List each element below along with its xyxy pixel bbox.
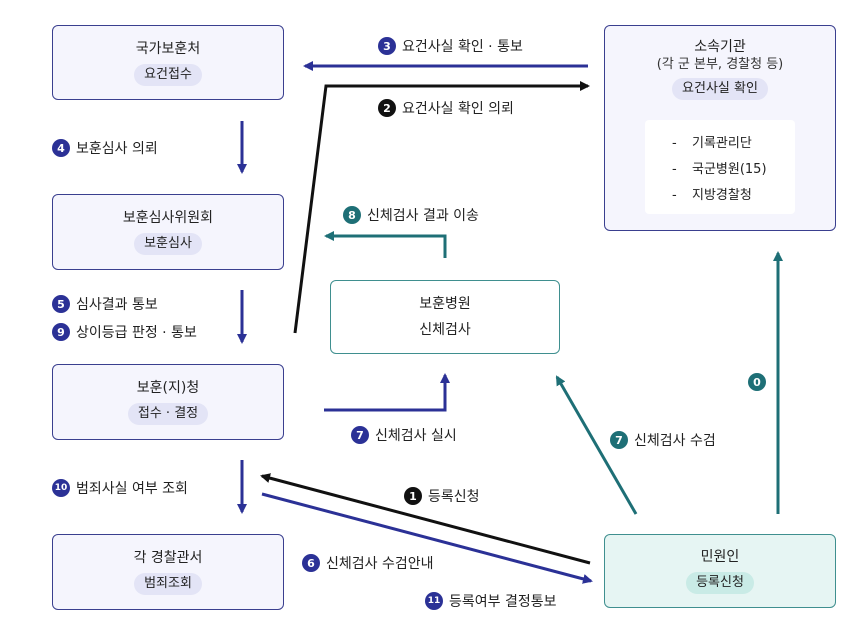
box-police-pill: 범죄조회 [134, 573, 202, 595]
box-office-pill: 접수 · 결정 [127, 403, 209, 425]
label-text: 신체검사 실시 [375, 428, 457, 444]
box-national: 국가보훈처 요건접수 [52, 25, 284, 100]
label-2: 2 요건사실 확인 의뢰 [378, 98, 514, 118]
label-text: 신체검사 결과 이송 [367, 208, 479, 224]
label-text: 신체검사 수검안내 [326, 556, 434, 572]
step-number: 2 [378, 99, 396, 117]
box-hospital: 보훈병원 신체검사 [330, 280, 560, 354]
label-text: 상이등급 판정 · 통보 [76, 325, 197, 341]
step-number: 5 [52, 295, 70, 313]
label-7b: 7 신체검사 수검 [610, 430, 716, 450]
step-number: 11 [425, 592, 443, 610]
box-applicant: 민원인 등록신청 [604, 534, 836, 608]
list-item: -지방경찰청 [672, 188, 752, 203]
label-text: 보훈심사 의뢰 [76, 141, 158, 157]
step-number: 8 [343, 206, 361, 224]
list-item: -국군병원(15) [672, 162, 767, 177]
arrow-7b [555, 375, 638, 515]
label-9: 9 상이등급 판정 · 통보 [52, 322, 197, 342]
label-11: 11 등록여부 결정통보 [425, 591, 557, 611]
arrow-7a [324, 373, 450, 412]
step-number: 10 [52, 479, 70, 497]
box-agency-subtitle: (각 군 본부, 경찰청 등) [656, 57, 784, 72]
arrow-1 [260, 473, 591, 565]
box-agency-pill: 요건사실 확인 [672, 78, 768, 100]
box-applicant-title: 민원인 [700, 549, 740, 565]
label-3: 3 요건사실 확인 · 통보 [378, 36, 523, 56]
step-number: 6 [302, 554, 320, 572]
step-number: 1 [404, 487, 422, 505]
label-text: 신체검사 수검 [634, 433, 716, 449]
box-committee-pill: 보훈심사 [134, 233, 202, 255]
label-7a: 7 신체검사 실시 [351, 425, 457, 445]
box-national-pill: 요건접수 [134, 63, 202, 86]
box-hospital-subtitle: 신체검사 [419, 322, 471, 338]
box-office: 보훈(지)청 접수 · 결정 [52, 364, 284, 440]
label-6: 6 신체검사 수검안내 [302, 553, 434, 573]
box-agency-title: 소속기관 [694, 39, 746, 55]
arrow-8 [324, 231, 447, 258]
box-hospital-title: 보훈병원 [419, 296, 471, 312]
label-0: 0 [748, 373, 766, 391]
step-number: 9 [52, 323, 70, 341]
step-number: 7 [351, 426, 369, 444]
label-4: 4 보훈심사 의뢰 [52, 138, 158, 158]
step-number: 3 [378, 37, 396, 55]
label-text: 등록여부 결정통보 [449, 594, 557, 610]
list-item: -기록관리단 [672, 136, 752, 151]
box-committee: 보훈심사위원회 보훈심사 [52, 194, 284, 270]
box-committee-title: 보훈심사위원회 [122, 210, 214, 226]
box-police-title: 각 경찰관서 [133, 550, 203, 566]
arrow-6-11 [261, 492, 593, 584]
box-police: 각 경찰관서 범죄조회 [52, 534, 284, 610]
label-8: 8 신체검사 결과 이송 [343, 205, 479, 225]
label-text: 등록신청 [428, 489, 480, 505]
label-10: 10 범죄사실 여부 조회 [52, 478, 188, 498]
step-number: 7 [610, 431, 628, 449]
arrow-2 [293, 81, 590, 334]
label-5: 5 심사결과 통보 [52, 294, 158, 314]
agency-list: -기록관리단 -국군병원(15) -지방경찰청 [645, 120, 795, 214]
box-national-title: 국가보훈처 [135, 40, 201, 57]
label-1: 1 등록신청 [404, 486, 480, 506]
step-number: 0 [748, 373, 766, 391]
label-text: 심사결과 통보 [76, 297, 158, 313]
label-text: 요건사실 확인 의뢰 [402, 101, 514, 117]
box-office-title: 보훈(지)청 [136, 380, 200, 396]
box-applicant-pill: 등록신청 [686, 572, 754, 594]
label-text: 요건사실 확인 · 통보 [402, 39, 523, 55]
step-number: 4 [52, 139, 70, 157]
label-text: 범죄사실 여부 조회 [76, 481, 188, 497]
